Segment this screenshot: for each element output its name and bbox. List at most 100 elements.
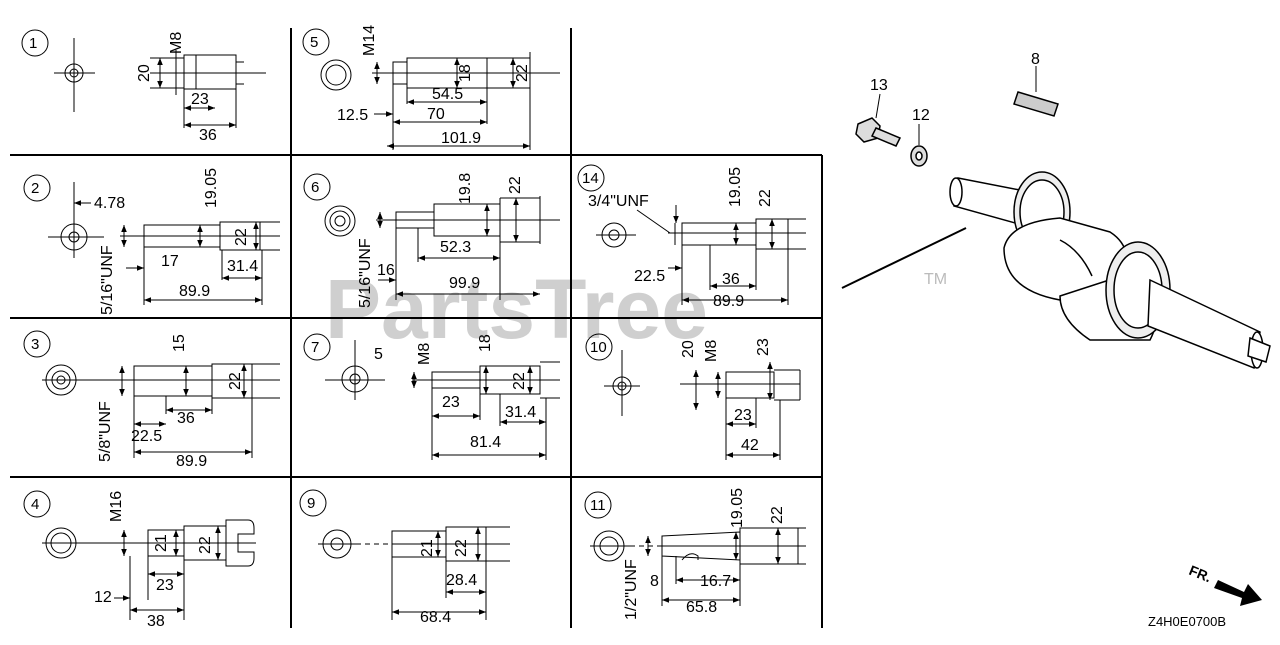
svg-text:FR.: FR.: [1187, 562, 1214, 585]
svg-text:22: 22: [757, 189, 774, 207]
svg-text:7: 7: [311, 339, 319, 356]
svg-text:21: 21: [153, 534, 170, 552]
svg-text:22.5: 22.5: [131, 428, 162, 445]
svg-text:81.4: 81.4: [470, 434, 501, 451]
svg-text:99.9: 99.9: [449, 275, 480, 292]
diagram-code: Z4H0E0700B: [1148, 614, 1226, 629]
svg-text:18: 18: [477, 334, 494, 352]
svg-text:M14: M14: [361, 25, 378, 56]
panel-3-labels: 3 15 22 36 22.5 89.9 5/8"UNF: [31, 334, 244, 470]
svg-text:22: 22: [769, 506, 786, 524]
panel-5: [302, 28, 560, 150]
svg-text:14: 14: [582, 170, 599, 187]
svg-text:20: 20: [136, 64, 153, 82]
svg-text:12.5: 12.5: [337, 107, 368, 124]
svg-text:12: 12: [94, 589, 112, 606]
panel-9: [299, 489, 510, 620]
svg-text:M8: M8: [168, 32, 185, 54]
panel-3: [23, 330, 280, 458]
svg-text:9: 9: [307, 495, 315, 512]
svg-text:42: 42: [741, 437, 759, 454]
svg-text:22: 22: [227, 372, 244, 390]
svg-text:23: 23: [734, 407, 752, 424]
svg-text:65.8: 65.8: [686, 599, 717, 616]
svg-text:22: 22: [514, 64, 531, 82]
svg-text:M16: M16: [108, 491, 125, 522]
panel-9-labels: 9 21 22 28.4 68.4: [307, 495, 477, 626]
front-arrow-icon: FR.: [1187, 562, 1262, 606]
crankshaft-illustration: [841, 171, 1271, 370]
svg-text:16.7: 16.7: [700, 573, 731, 590]
panel-4: [23, 490, 256, 620]
svg-text:28.4: 28.4: [446, 572, 477, 589]
svg-text:8: 8: [650, 573, 659, 590]
panel-7: [303, 333, 560, 460]
svg-text:101.9: 101.9: [441, 130, 481, 147]
svg-text:5/16"UNF: 5/16"UNF: [357, 238, 374, 308]
svg-text:23: 23: [191, 91, 209, 108]
svg-text:22: 22: [453, 539, 470, 557]
svg-text:4: 4: [31, 496, 39, 513]
svg-text:89.9: 89.9: [176, 453, 207, 470]
svg-text:38: 38: [147, 613, 165, 630]
svg-text:22: 22: [197, 536, 214, 554]
svg-text:5: 5: [310, 34, 318, 51]
panel-6-labels: 6 19.8 22 52.3 16 99.9 5/16"UNF: [311, 173, 524, 308]
callout-labels: 8 12 13: [870, 51, 1040, 124]
panel-7-labels: 7 5 M8 18 22 23 31.4 81.4: [311, 334, 536, 451]
svg-text:4.78: 4.78: [94, 195, 125, 212]
svg-text:23: 23: [442, 394, 460, 411]
svg-text:5/16"UNF: 5/16"UNF: [99, 245, 116, 315]
svg-text:36: 36: [199, 127, 217, 144]
svg-text:31.4: 31.4: [505, 404, 536, 421]
svg-text:M8: M8: [416, 343, 433, 365]
panel-2-labels: 2 4.78 19.05 22 17 31.4 89.9 5/16"UNF: [31, 168, 258, 315]
svg-text:13: 13: [870, 77, 888, 94]
panel-14-labels: 14 3/4"UNF 19.05 22 22.5 36 89.9: [582, 167, 774, 310]
panel-5-labels: 5 M14 18 22 54.5 12.5 70 101.9: [310, 25, 531, 147]
svg-text:TM: TM: [924, 271, 947, 288]
panel-2: [23, 174, 280, 305]
svg-text:17: 17: [161, 253, 179, 270]
svg-text:23: 23: [156, 577, 174, 594]
svg-text:6: 6: [311, 179, 319, 196]
panel-14: [577, 164, 806, 305]
panel-6: [303, 173, 560, 300]
panel-grid: [10, 28, 823, 628]
part-12-washer: [910, 124, 928, 167]
svg-text:3/4"UNF: 3/4"UNF: [588, 193, 649, 210]
svg-text:12: 12: [912, 107, 930, 124]
svg-text:2: 2: [31, 180, 39, 197]
svg-text:22.5: 22.5: [634, 268, 665, 285]
svg-text:10: 10: [590, 339, 607, 356]
svg-text:68.4: 68.4: [420, 609, 451, 626]
panel-11-labels: 11 19.05 22 8 16.7 65.8 1/2"UNF: [590, 488, 786, 620]
part-8-key: [1013, 66, 1059, 117]
svg-text:19.8: 19.8: [457, 173, 474, 204]
svg-text:22: 22: [233, 228, 250, 246]
svg-text:1/2"UNF: 1/2"UNF: [623, 559, 640, 620]
panel-1: [21, 29, 266, 128]
panel-11: [584, 491, 806, 606]
panel-4-labels: 4 M16 21 22 23 12 38: [31, 491, 214, 630]
svg-text:22: 22: [511, 372, 528, 390]
svg-text:31.4: 31.4: [227, 258, 258, 275]
svg-text:8: 8: [1031, 51, 1040, 68]
svg-text:22: 22: [507, 176, 524, 194]
svg-text:15: 15: [171, 334, 188, 352]
svg-text:20: 20: [680, 340, 697, 358]
panel-10: [585, 333, 801, 460]
svg-text:89.9: 89.9: [713, 293, 744, 310]
svg-text:70: 70: [427, 106, 445, 123]
svg-text:21: 21: [419, 539, 436, 557]
svg-text:5/8"UNF: 5/8"UNF: [97, 401, 114, 462]
svg-text:19.05: 19.05: [203, 168, 220, 208]
svg-text:11: 11: [590, 497, 606, 514]
svg-text:3: 3: [31, 336, 39, 353]
part-13-bolt: [855, 93, 902, 147]
svg-text:36: 36: [177, 410, 195, 427]
panel-1-labels: 1 M8 20 23 36: [29, 32, 217, 144]
svg-text:1: 1: [29, 35, 37, 52]
svg-text:M8: M8: [703, 340, 720, 362]
